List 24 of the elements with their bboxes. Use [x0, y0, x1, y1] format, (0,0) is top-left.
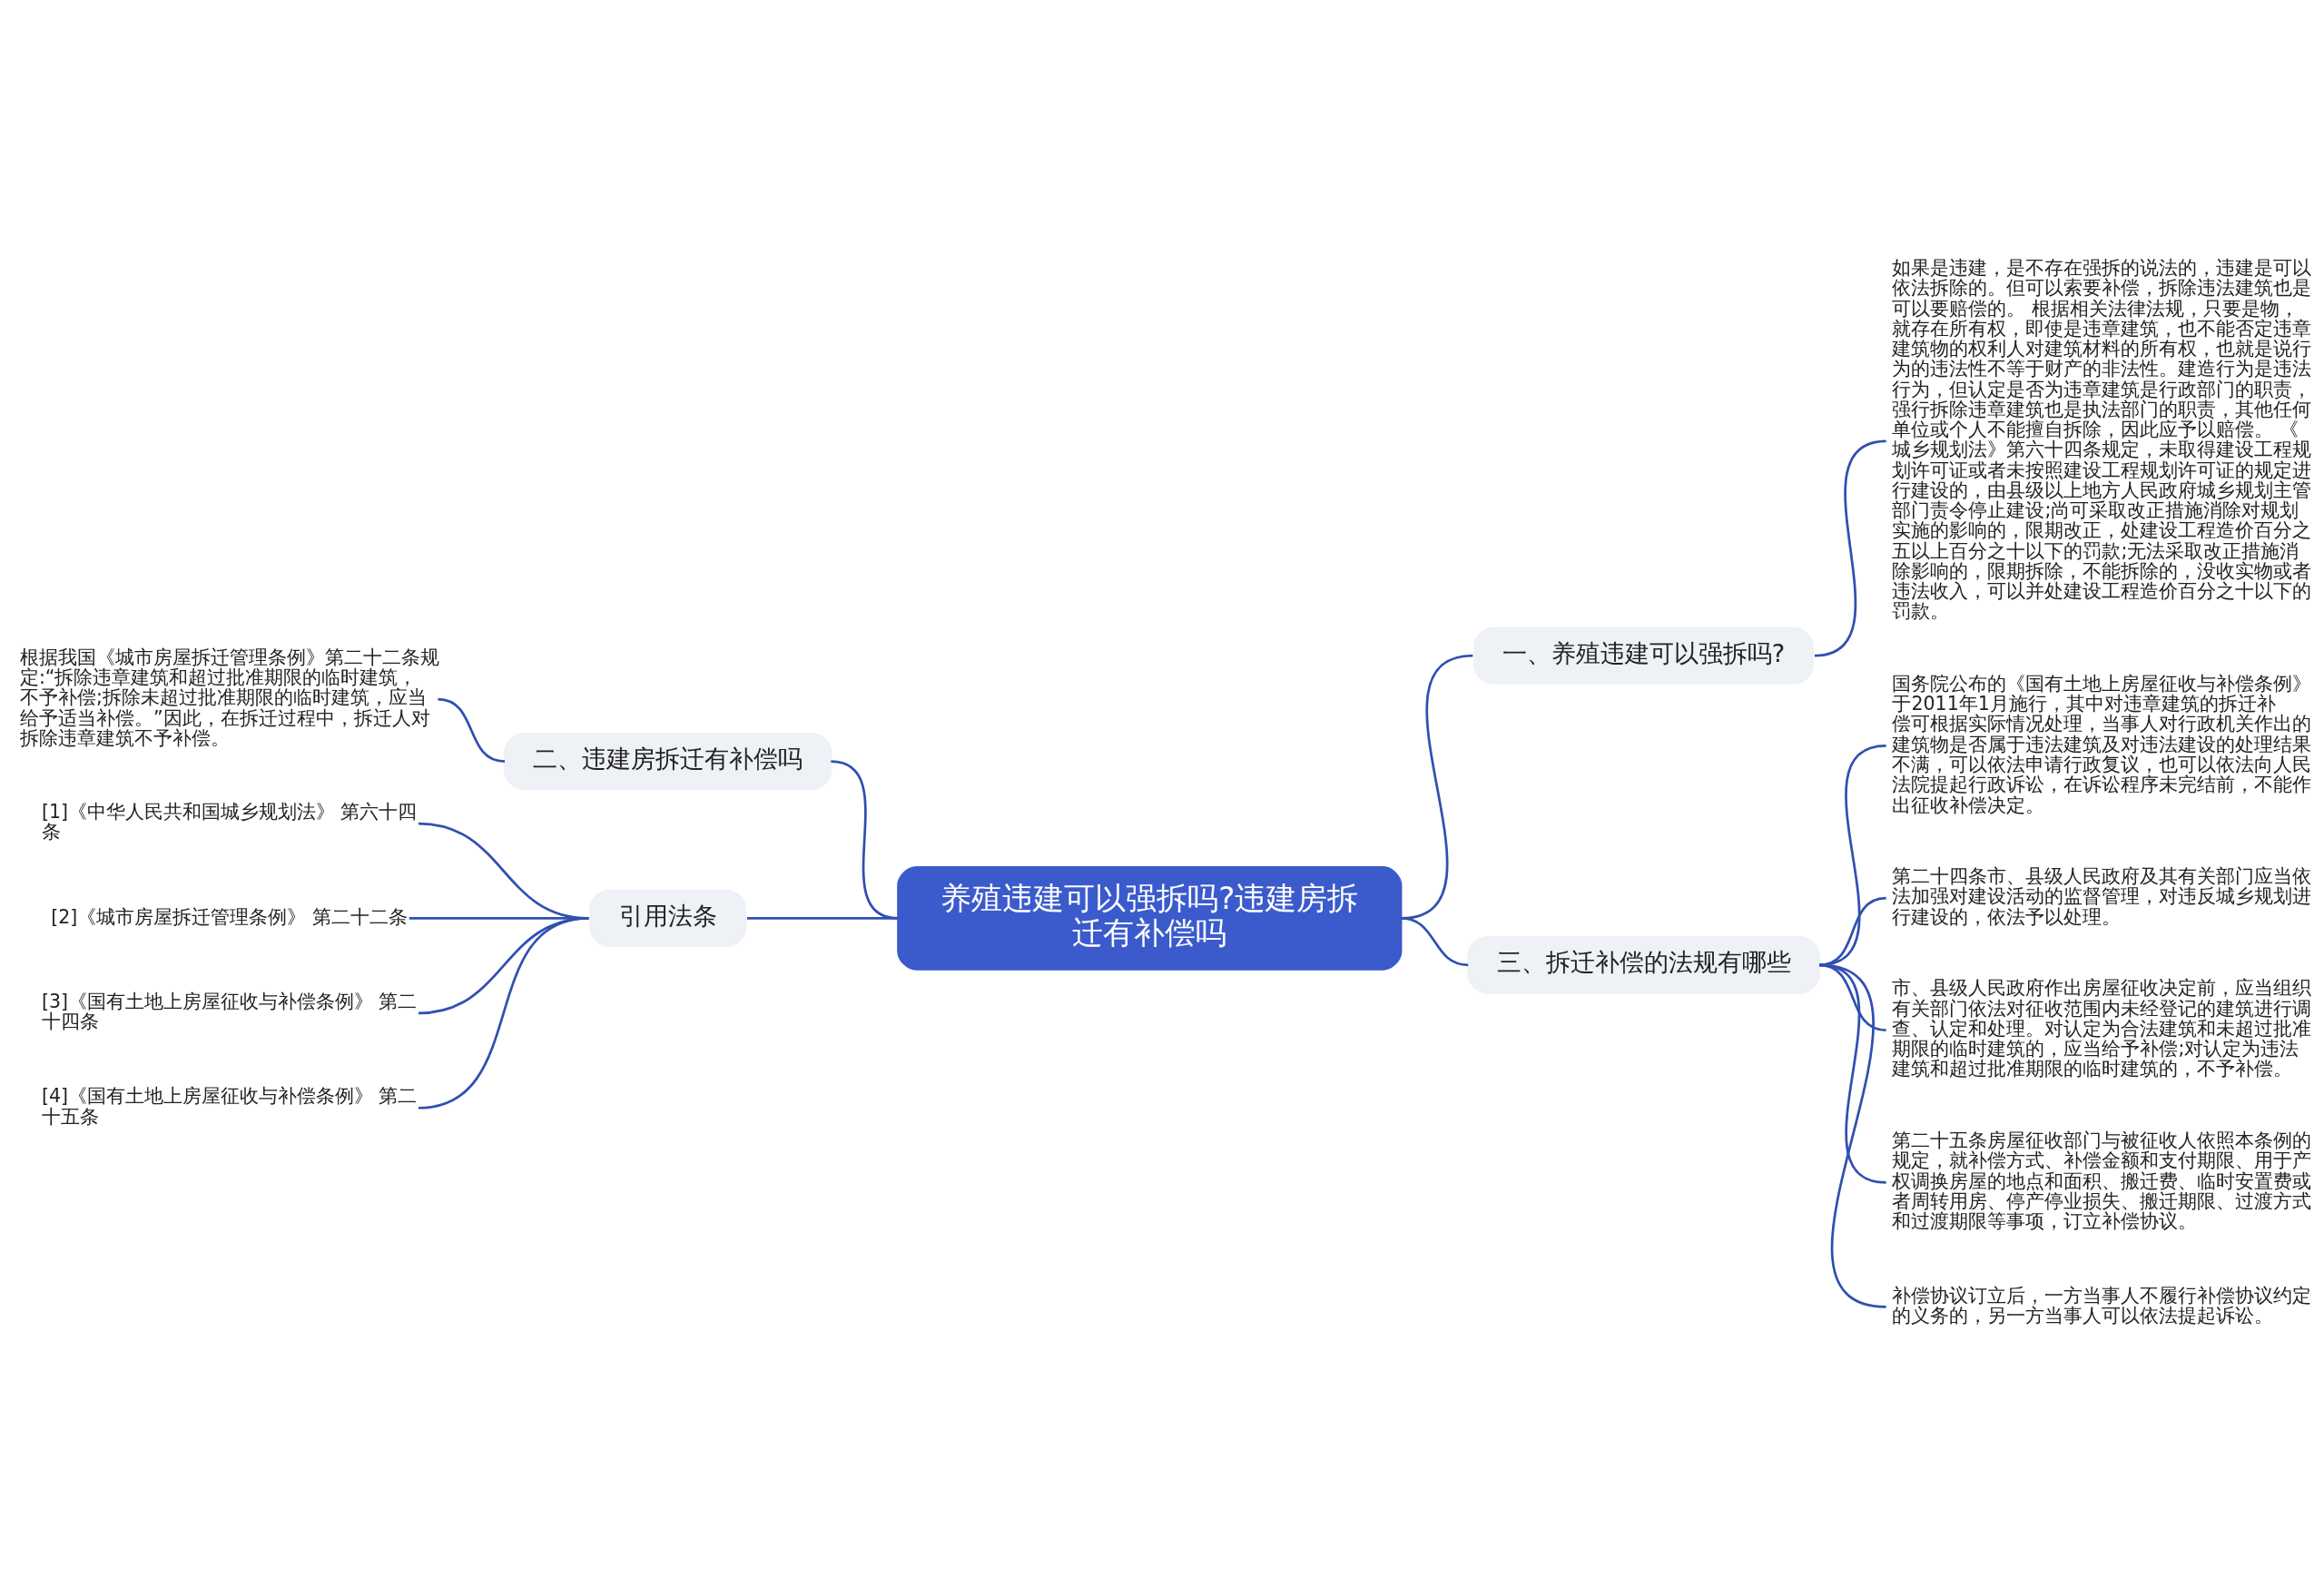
connector	[747, 917, 898, 920]
node-text: 国务院公布的《国有土地上房屋征收与补偿条例》于2011年1月施行，其中对违章建筑的拆迁补偿可根据实际情况处理，当事人对行政机关作出的建筑物是否属于违法建筑及对违法建设的处理结果不满，可以依法申请行政复议，也可以依法向人民法院提起行政诉讼，在诉讼程序未完结前，不能作出征收补偿决定。	[1892, 672, 2312, 816]
connector	[1818, 745, 1886, 967]
node-box: 二、违建房拆迁有补偿吗	[504, 732, 832, 791]
connector	[1818, 896, 1886, 967]
node-text: [4]《国有土地上房屋征收与补偿条例》 第二十五条	[41, 1085, 418, 1128]
node-text: 补偿协议订立后，一方当事人不履行补偿协议约定的义务的，另一方当事人可以依法提起诉讼。	[1892, 1284, 2312, 1327]
node-text: [2]《城市房屋拆迁管理条例》 第二十二条	[51, 905, 408, 928]
node-box: 一、养殖违建可以强拆吗?	[1473, 626, 1815, 685]
connector	[1818, 963, 1886, 1308]
connector	[418, 917, 589, 1110]
connector	[1401, 917, 1469, 967]
node-text: 第二十五条房屋征收部门与被征收人依照本条例的规定，就补偿方式、补偿金额和支付期限、用于产权调换房屋的地点和面积、搬迁费、临时安置费或者周转用房、停产停业损失、搬迁期限、过渡方式和过渡期限等事项，订立补偿协议。	[1892, 1129, 2312, 1233]
node-box: 养殖违建可以强拆吗?违建房拆迁有补偿吗	[897, 866, 1403, 971]
node-text: [1]《中华人民共和国城乡规划法》 第六十四条	[41, 801, 418, 843]
node-text: 第二十四条市、县级人民政府及其有关部门应当依法加强对建设活动的监督管理，对违反城乡规划进行建设的，依法予以处理。	[1892, 865, 2312, 928]
node-text: 根据我国《城市房屋拆迁管理条例》第二十二条规定:“拆除违章建筑和超过批准期限的临时建筑，不予补偿;拆除未超过批准期限的临时建筑，应当给予适当补偿。”因此，在拆迁过程中，拆迁人对拆除违章建筑不予补偿。	[19, 646, 439, 749]
node-text: 如果是违建，是不存在强拆的说法的，违建是可以依法拆除的。但可以索要补偿，拆除违法建筑也是可以要赔偿的。 根据相关法律法规，只要是物，就存在所有权，即使是违章建筑，也不能否定违章建筑物的权利人对建筑材料的所有权，也就是说行为的违法性不等于财产的非法性。建造行为是违法行为，但认定是否为违章建筑是行政部门的职责，强行拆除违章建筑也是执法部门的职责，其他任何单位或个人不能擅自拆除，因此应予以赔偿。 《城乡规划法》第六十四条规定，未取得建设工程规划许可证或者未按照建设工程规划许可证的规定进行建设的，由县级以上地方人民政府城乡规划主管部门责令停止建设;尚可采取改正措施消除对规划实施的影响的，限期改正，处建设工程造价百分之五以上百分之十以下的罚款;无法采取改正措施消除影响的，限期拆除，不能拆除的，没收实物或者违法收入，可以并处建设工程造价百分之十以下的罚款。	[1892, 257, 2312, 623]
connector	[1814, 439, 1886, 657]
connector	[438, 697, 506, 763]
node-text: [3]《国有土地上房屋征收与补偿条例》 第二十四条	[41, 991, 418, 1033]
node-text: 市、县级人民政府作出房屋征收决定前，应当组织有关部门依法对征收范围内未经登记的建筑进行调查、认定和处理。对认定为合法建筑和未超过批准期限的临时建筑的，应当给予补偿;对认定为违法建筑和超过批准期限的临时建筑的，不予补偿。	[1892, 977, 2312, 1080]
node-box: 引用法条	[589, 889, 747, 948]
node-box: 三、拆迁补偿的法规有哪些	[1467, 936, 1820, 994]
